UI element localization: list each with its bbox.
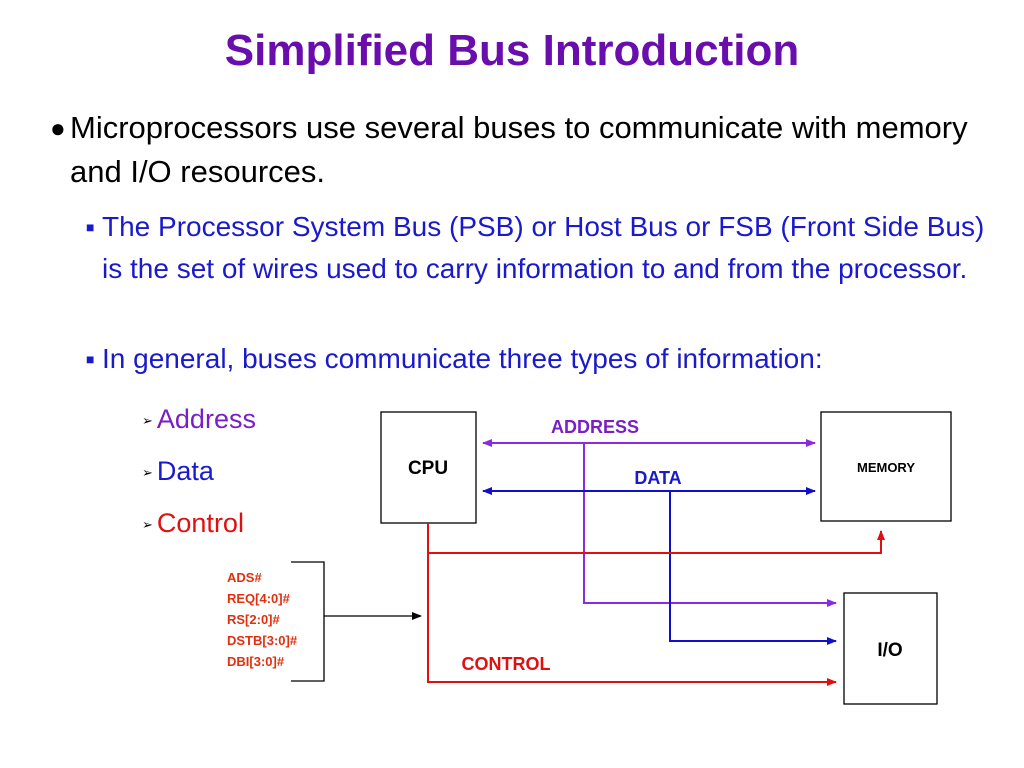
control-bus-label: CONTROL [462,654,551,674]
signal-label: DBI[3:0]# [227,654,285,669]
square-bullet-icon: ■ [86,219,95,235]
square-bullet-icon: ■ [86,351,95,367]
arrow-bullet-icon: ➢ [142,516,153,532]
info-type-data: ➢Data [142,455,214,489]
address-bus-io-line [583,443,837,607]
info-type-label: Address [156,404,256,434]
info-type-label: Data [156,456,214,486]
sub-bullet-text: The Processor System Bus (PSB) or Host B… [102,211,985,284]
arrow-bullet-icon: ➢ [142,412,153,428]
page-title: Simplified Bus Introduction [224,26,800,75]
bullet-dot-icon: ● [50,113,66,143]
main-bullet: ● Microprocessors use several buses to c… [50,106,970,194]
main-bullet-text: Microprocessors use several buses to com… [70,110,968,189]
io-box [843,592,938,705]
io-label: I/O [877,640,902,661]
sub-bullet-types: ■ In general, buses communicate three ty… [86,338,986,380]
control-bus-line [427,523,837,686]
arrow-bullet-icon: ➢ [142,464,153,480]
signal-label: DSTB[3:0]# [227,633,298,648]
sub-bullet-psb: ■ The Processor System Bus (PSB) or Host… [86,206,986,290]
signal-label: REQ[4:0]# [227,591,291,606]
signal-label: ADS# [227,570,262,585]
signal-label: RS[2:0]# [227,612,281,627]
memory-box [820,411,952,522]
info-type-control: ➢Control [142,507,244,541]
control-bus-memory-line [428,530,885,554]
signal-bracket [291,561,325,682]
sub-bullet-text: In general, buses communicate three type… [102,343,823,374]
info-type-address: ➢Address [142,403,256,437]
address-bus-label: ADDRESS [551,417,639,437]
cpu-box [380,411,477,524]
data-bus-io-line [669,491,837,645]
memory-label: MEMORY [857,460,915,475]
info-type-label: Control [156,508,244,538]
cpu-label: CPU [408,458,448,479]
data-bus-label: DATA [634,468,681,488]
